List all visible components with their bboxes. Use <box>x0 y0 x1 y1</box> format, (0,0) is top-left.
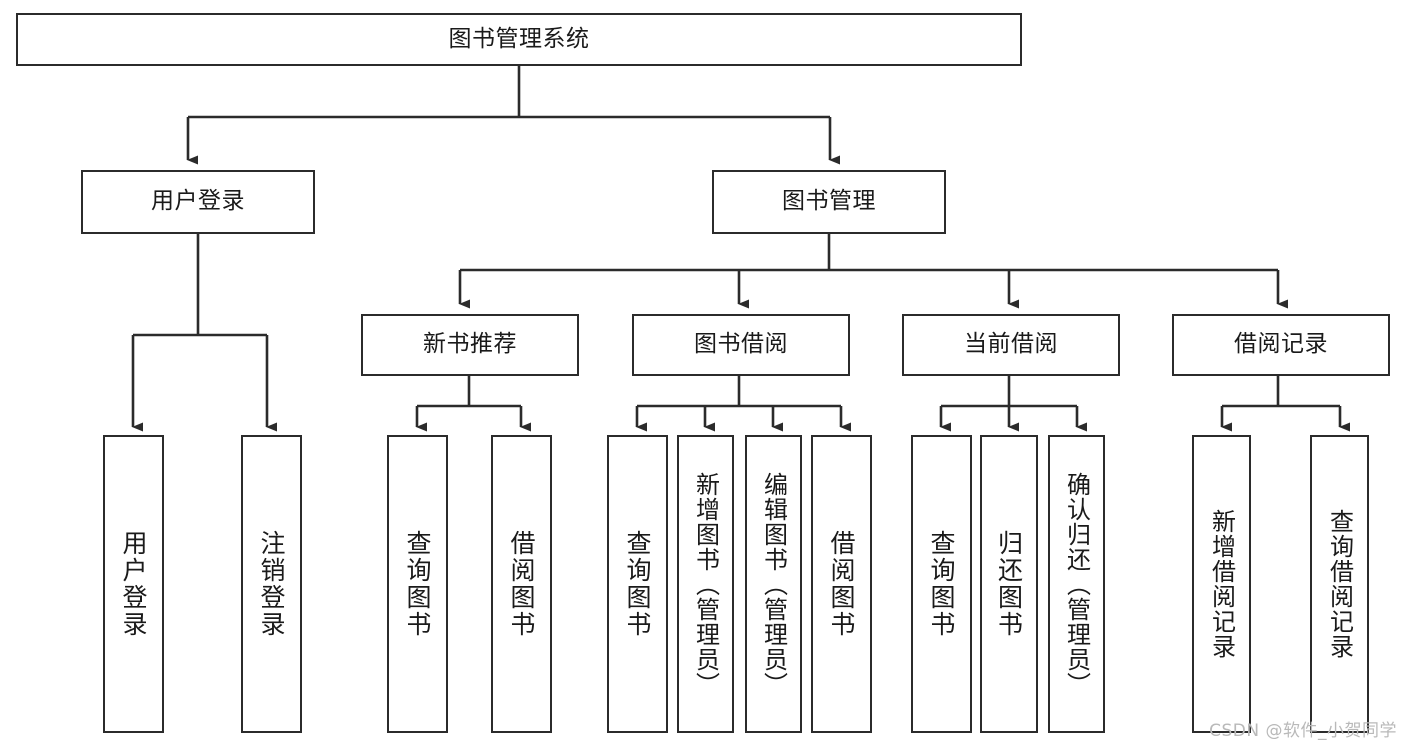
leaf-query-book-recommendation[interactable]: 查询图书 <box>387 435 448 733</box>
node-borrow-record[interactable]: 借阅记录 <box>1172 314 1390 376</box>
node-label: 新增借阅记录 <box>1207 509 1236 659</box>
node-label: 查询借阅记录 <box>1325 509 1354 659</box>
leaf-query-book-current[interactable]: 查询图书 <box>911 435 972 733</box>
node-book-management[interactable]: 图书管理 <box>712 170 946 234</box>
leaf-logout[interactable]: 注销登录 <box>241 435 302 733</box>
node-label: 借阅图书 <box>507 530 536 638</box>
leaf-add-book-admin[interactable]: 新增图书（管理员） <box>677 435 734 733</box>
node-label: 注销登录 <box>257 530 286 638</box>
leaf-add-borrow-record[interactable]: 新增借阅记录 <box>1192 435 1251 733</box>
node-label: 新书推荐 <box>423 331 517 358</box>
node-label: 用户登录 <box>151 188 245 215</box>
leaf-query-borrow-record[interactable]: 查询借阅记录 <box>1310 435 1369 733</box>
leaf-return-book[interactable]: 归还图书 <box>980 435 1038 733</box>
node-label: 借阅记录 <box>1234 331 1328 358</box>
node-label: 查询图书 <box>927 530 956 638</box>
node-label: 图书管理系统 <box>448 25 590 52</box>
node-label: 借阅图书 <box>827 530 856 638</box>
leaf-confirm-return-admin[interactable]: 确认归还（管理员） <box>1048 435 1105 733</box>
node-label: 图书管理 <box>782 188 876 215</box>
leaf-query-book-borrow[interactable]: 查询图书 <box>607 435 668 733</box>
node-new-book-recommendation[interactable]: 新书推荐 <box>361 314 579 376</box>
node-user-login[interactable]: 用户登录 <box>81 170 315 234</box>
node-label: 确认归还（管理员） <box>1062 471 1091 697</box>
node-label: 编辑图书（管理员） <box>759 471 788 697</box>
node-label: 用户登录 <box>119 530 148 638</box>
node-root-book-management-system[interactable]: 图书管理系统 <box>16 13 1022 66</box>
node-label: 当前借阅 <box>964 331 1058 358</box>
node-current-borrow[interactable]: 当前借阅 <box>902 314 1120 376</box>
csdn-watermark: CSDN @软件_小贺同学 <box>1209 721 1397 741</box>
node-book-borrow[interactable]: 图书借阅 <box>632 314 850 376</box>
node-label: 查询图书 <box>403 530 432 638</box>
leaf-borrow-book-borrow[interactable]: 借阅图书 <box>811 435 872 733</box>
leaf-edit-book-admin[interactable]: 编辑图书（管理员） <box>745 435 802 733</box>
node-label: 归还图书 <box>994 530 1024 638</box>
node-label: 查询图书 <box>623 530 652 638</box>
leaf-borrow-book-recommendation[interactable]: 借阅图书 <box>491 435 552 733</box>
leaf-user-login[interactable]: 用户登录 <box>103 435 164 733</box>
node-label: 新增图书（管理员） <box>691 471 720 697</box>
node-label: 图书借阅 <box>694 331 788 358</box>
